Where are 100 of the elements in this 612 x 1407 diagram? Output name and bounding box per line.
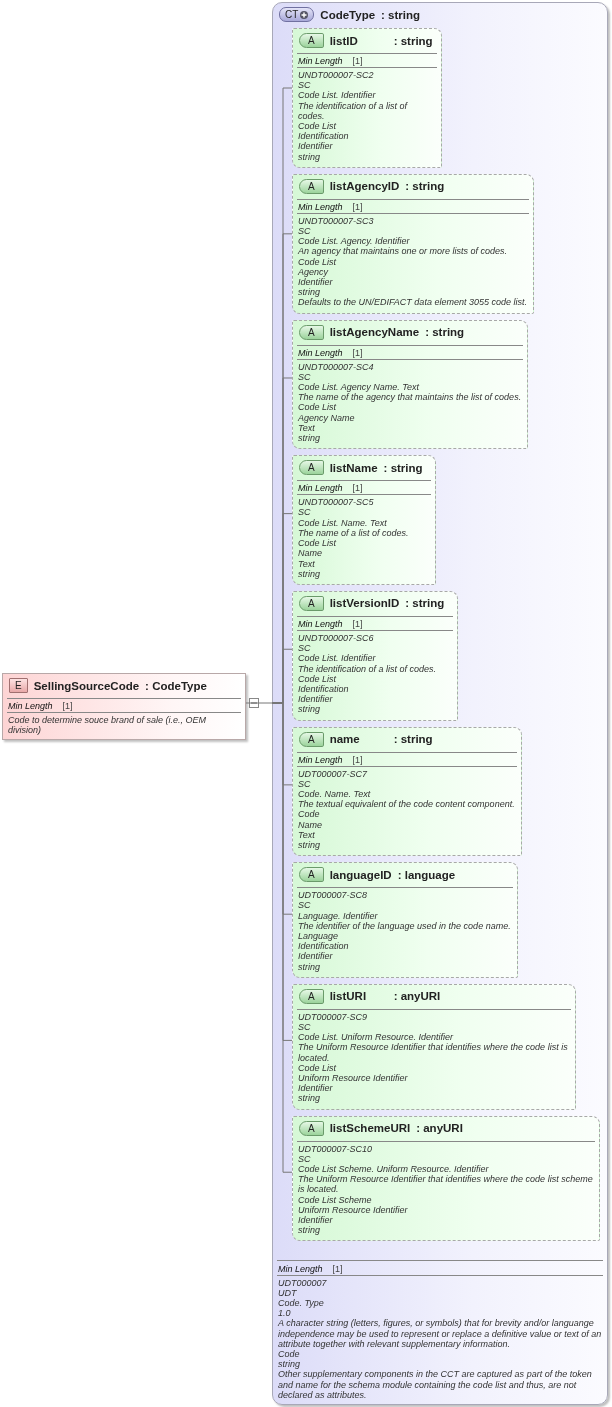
annotation-text: string [298, 151, 321, 162]
annotation-text: UNDT000007-SC5 [298, 497, 375, 508]
annotation-text: UDT000007-SC8 [298, 890, 369, 901]
facet-value: [1] [352, 56, 363, 66]
type-label: : CodeType [145, 679, 207, 692]
annotation-text: UDT [278, 1287, 298, 1298]
annotation-text: Identifier [298, 1083, 334, 1094]
facet-label: Min Length [298, 56, 343, 66]
annotation-text: Uniform Resource Identifier [298, 1073, 409, 1084]
annotation-text: SC [298, 371, 312, 383]
annotation-text: Text [298, 829, 316, 840]
annotation-text: string [298, 287, 320, 298]
attribute-badge: A [299, 988, 324, 1004]
attribute-box [292, 28, 442, 168]
element-badge: E [9, 678, 28, 693]
attribute-name: listID [329, 34, 359, 47]
attribute-badge: A [299, 33, 324, 48]
annotation-text: Identifier [298, 141, 334, 152]
annotation-text: UNDT000007-SC4 [298, 361, 375, 372]
facet-label: Min Length [298, 347, 343, 358]
annotation-text: 1.0 [278, 1308, 292, 1319]
annotation-text: The identification of a list of codes. [298, 663, 438, 674]
annotation-text: The identifier of the language used in the code name. [298, 920, 512, 931]
annotation-text: UDT000007 [278, 1277, 328, 1288]
attribute-name: name [329, 733, 361, 746]
annotation-text: string [298, 839, 321, 851]
annotation-text: Code List Scheme. Uniform Resource. Identifier [298, 1164, 490, 1175]
annotation-text: Language [298, 930, 340, 942]
attribute-box [292, 173, 534, 314]
annotation-text: SC [298, 643, 312, 654]
annotation-text: The textual equivalent of the code content component. [298, 799, 516, 810]
attribute-name: listName [329, 461, 378, 474]
complex-type-box [272, 2, 608, 1405]
attribute-badge: A [299, 867, 324, 883]
annotation-text: Code List [298, 538, 338, 549]
attribute-name: listSchemeURI [329, 1122, 411, 1135]
annotation-text: Code List. Identifier [298, 653, 377, 664]
facet-label: Min Length [298, 618, 343, 629]
facet-label: Min Length [8, 701, 53, 711]
annotation-text: Identification [298, 683, 350, 695]
annotation-text: Text [298, 422, 315, 434]
attribute-box [292, 1115, 600, 1242]
annotation-text: SC [298, 1153, 312, 1164]
attribute-badge: A [299, 460, 324, 476]
annotation-text: SC [298, 778, 312, 789]
annotation-text: Agency Name [298, 412, 356, 423]
annotation-text: Identifier [298, 1215, 334, 1226]
annotation-text: Uniform Resource Identifier [298, 1204, 409, 1216]
facet-value: [1] [352, 618, 363, 629]
annotation-text: Agency [298, 266, 330, 278]
annotation-text: SC [298, 80, 312, 91]
annotation-text: Defaults to the UN/EDIFACT data element 3055 code list. [298, 297, 528, 308]
annotation-text: Code List. Identifier [298, 90, 377, 101]
annotation-text: Code [298, 809, 321, 820]
connector-line [271, 702, 293, 1173]
annotation-text: string [278, 1359, 300, 1370]
annotation-text: string [298, 961, 321, 972]
type-label: : string [381, 8, 421, 21]
facet-value: [1] [352, 201, 363, 212]
annotation-text: string [298, 568, 321, 579]
annotation-text: SC [298, 1022, 312, 1033]
annotation-text: UNDT000007-SC3 [298, 215, 375, 227]
annotation-text: Code. Type [278, 1297, 325, 1309]
facet-value: [1] [352, 754, 363, 765]
facet-label: Min Length [298, 483, 343, 494]
annotation-text: Identifier [298, 951, 334, 962]
attribute-badge: A [299, 1120, 324, 1136]
attribute-box [292, 726, 522, 857]
facet-value: [1] [62, 701, 73, 711]
type-label: : string [425, 326, 465, 339]
annotation-text: Name [298, 819, 323, 830]
attribute-badge: A [299, 595, 324, 611]
attribute-box [292, 862, 518, 978]
attribute-box [292, 319, 528, 450]
annotation-text: Code List. Name. Text [298, 517, 388, 528]
annotation-text: The Uniform Resource Identifier that identifies where the code list scheme is located. [298, 1174, 594, 1195]
annotation-text: string [298, 433, 321, 444]
type-label: : string [405, 597, 445, 610]
element-box [2, 673, 246, 741]
attribute-box [292, 983, 576, 1110]
annotation-text: UDT000007-SC10 [298, 1143, 374, 1154]
type-label: : anyURI [416, 1122, 463, 1135]
type-label: : anyURI [393, 990, 441, 1003]
connector-line [245, 702, 273, 704]
facet-label: Min Length [298, 201, 343, 212]
annotation-text: The Uniform Resource Identifier that identifies where the code list is located. [298, 1042, 569, 1063]
facet-label: Min Length [298, 754, 343, 765]
annotation-text: Code to determine souce brand of sale (i.e., OEM division) [8, 715, 208, 736]
attribute-name: listVersionID [329, 597, 400, 610]
annotation-text: Code List. Agency Name. Text [298, 382, 420, 393]
annotation-text: Code List [298, 673, 338, 684]
annotation-text: Code List [298, 1062, 338, 1073]
type-label: : string [393, 34, 433, 47]
annotation-text: Name [298, 548, 323, 559]
annotation-text: The identification of a list of codes. [298, 100, 409, 121]
annotation-text: string [298, 1093, 321, 1104]
type-label: : string [383, 461, 423, 474]
attribute-box [292, 590, 458, 721]
attribute-name: languageID [329, 868, 392, 881]
annotation-text: A character string (letters, figures, or symbols) that for brevity and/or languange independence may be used to represent or replace a definitive value or text of an attribute together with relevant supplementary information. [278, 1318, 602, 1349]
